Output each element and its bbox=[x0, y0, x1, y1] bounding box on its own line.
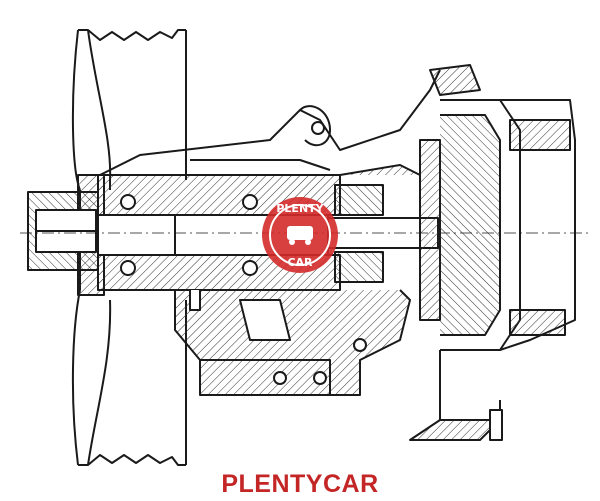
volute bbox=[409, 99, 576, 441]
hub bbox=[27, 191, 99, 271]
brand-caption: PLENTYCAR bbox=[221, 470, 379, 498]
plentycar-logo: PLENTY CAR bbox=[262, 197, 338, 273]
logo-text-top: PLENTY bbox=[276, 202, 324, 215]
logo-text-bottom: CAR bbox=[287, 256, 313, 269]
pump-body-upper bbox=[99, 69, 441, 176]
pump-body-lower bbox=[174, 289, 411, 396]
bearing-housing bbox=[97, 174, 341, 291]
impeller bbox=[419, 64, 521, 421]
seal bbox=[334, 184, 384, 283]
car-icon bbox=[287, 226, 313, 240]
